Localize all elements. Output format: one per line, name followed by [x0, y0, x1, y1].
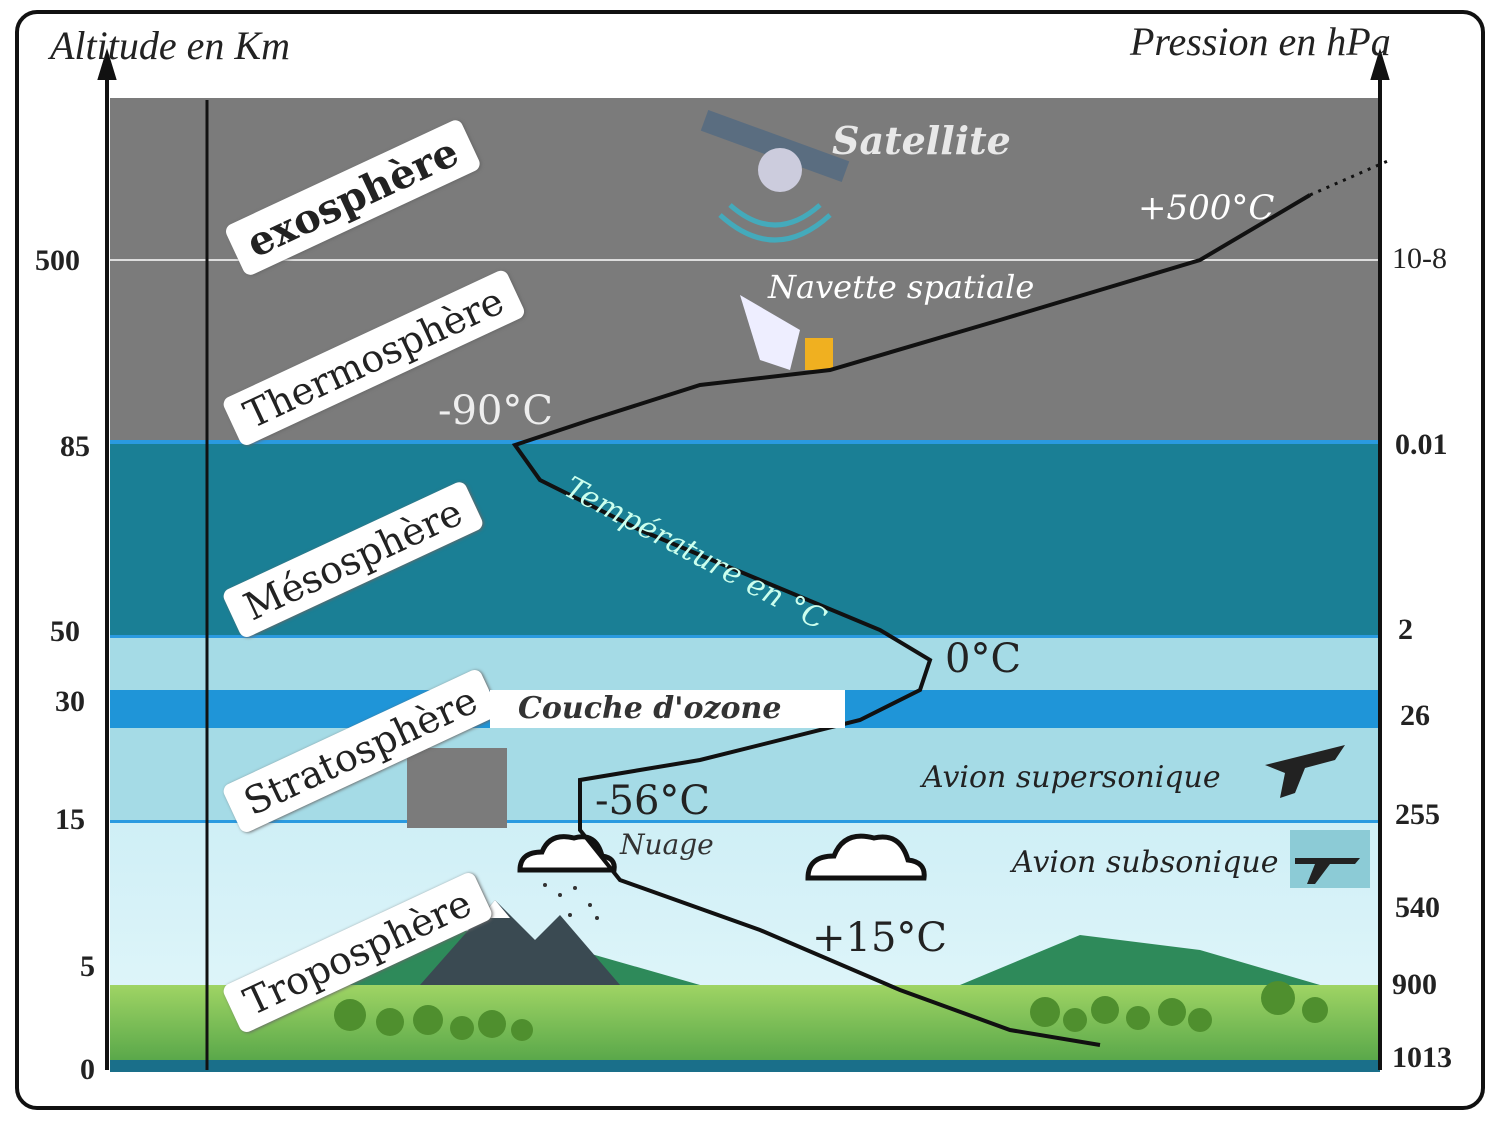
satellite-icon [700, 110, 850, 243]
altitude-tick: 5 [80, 950, 95, 983]
trees [334, 981, 1328, 1041]
altitude-tick: 500 [35, 244, 80, 277]
altitude-axis [97, 48, 1390, 1070]
shuttle-label: Navette spatiale [768, 268, 1035, 306]
temp-minus90: -90°C [438, 388, 554, 434]
pressure-tick: 2 [1398, 613, 1413, 646]
subsonic-label: Avion subsonique [1012, 845, 1279, 880]
satellite-label: Satellite [832, 118, 1011, 163]
diagram-frame [15, 10, 1485, 1110]
altitude-axis-title: Altitude en Km [50, 23, 290, 68]
ozone-label: Couche d'ozone [490, 690, 845, 728]
temp-minus56: -56°C [595, 778, 711, 824]
altitude-tick: 0 [80, 1053, 95, 1086]
curve-dotted-extension [1309, 158, 1391, 197]
supersonic-plane-icon [1265, 745, 1345, 798]
pressure-tick: 0.01 [1395, 428, 1448, 461]
altitude-tick: 85 [60, 430, 90, 463]
line-500km [110, 259, 1380, 261]
pressure-tick: 10-8 [1392, 242, 1447, 275]
temp-15: +15°C [812, 915, 948, 961]
temp-0: 0°C [945, 636, 1022, 682]
pressure-tick: 540 [1395, 891, 1440, 924]
altitude-tick: 15 [55, 803, 85, 836]
pressure-axis-title: Pression en hPa [1130, 19, 1391, 64]
supersonic-label: Avion supersonique [922, 760, 1221, 795]
altitude-tick: 50 [50, 615, 80, 648]
pressure-tick: 900 [1392, 968, 1437, 1001]
cloud-icon [517, 833, 927, 881]
rain-icon [543, 883, 599, 920]
pressure-tick: 26 [1400, 699, 1430, 732]
ground-base [110, 1060, 1380, 1072]
pressure-tick: 255 [1395, 798, 1440, 831]
space-shuttle-icon [740, 295, 833, 370]
altitude-tick: 30 [55, 685, 85, 718]
subsonic-plane-icon [1290, 830, 1370, 888]
mesosphere-band [110, 440, 1380, 639]
cloud-label: Nuage [620, 828, 714, 861]
gray-box [407, 748, 507, 828]
pressure-tick: 1013 [1392, 1041, 1452, 1074]
mountains [300, 900, 1320, 985]
temp-500: +500°C [1138, 188, 1275, 228]
temperature-curve [511, 193, 1312, 1047]
